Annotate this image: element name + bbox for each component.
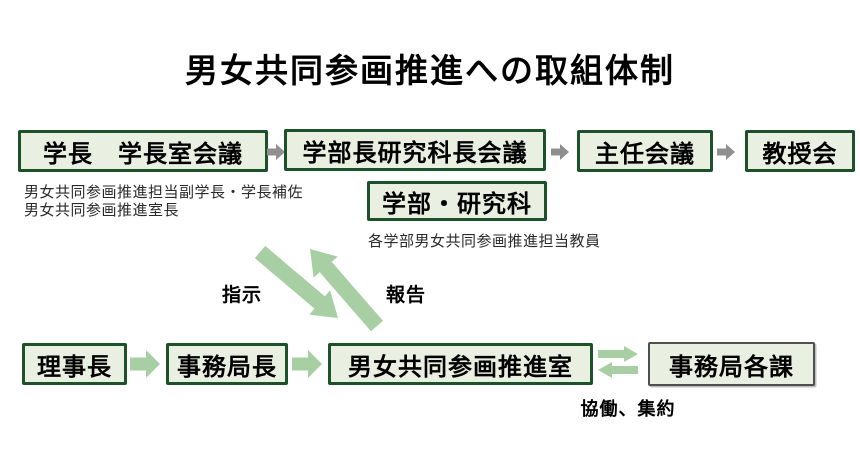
right-small-arrow-icon bbox=[598, 346, 638, 362]
diagram-title: 男女共同参画推進への取組体制 bbox=[185, 52, 675, 89]
box-chiefs-council-label: 主任会議 bbox=[595, 140, 695, 168]
note-president-staff-line1: 男女共同参画推進担当副学長・学長補佐 bbox=[24, 184, 304, 201]
box-deans-directors-council: 学部長研究科長会議 bbox=[284, 129, 546, 171]
box-admin-divisions: 事務局各課 bbox=[648, 342, 815, 386]
box-president-office-council: 学長 学長室会議 bbox=[18, 130, 268, 172]
instruction-report-arrows bbox=[254, 245, 383, 332]
instruction-label: 指示 bbox=[222, 285, 263, 306]
two-way-arrows-icon bbox=[598, 346, 638, 378]
report-label: 報告 bbox=[386, 285, 427, 306]
box-president-office-council-label: 学長 学長室会議 bbox=[43, 140, 243, 168]
note-faculty-staff-text: 各学部男女共同参画推進担当教員 bbox=[368, 233, 601, 250]
right-arrow-icon bbox=[267, 144, 285, 160]
box-faculties-graduate-schools-label: 学部・研究科 bbox=[382, 190, 532, 218]
box-chairman: 理事長 bbox=[22, 343, 127, 385]
box-faculty-meeting-label: 教授会 bbox=[762, 140, 838, 168]
box-admin-divisions-label: 事務局各課 bbox=[669, 353, 794, 381]
note-faculty-staff: 各学部男女共同参画推進担当教員 bbox=[368, 233, 601, 251]
box-chairman-label: 理事長 bbox=[37, 353, 112, 381]
down-diagonal-arrow-icon bbox=[254, 245, 338, 318]
note-president-staff-line2: 男女共同参画推進室長 bbox=[24, 201, 180, 219]
box-admin-bureau-director-label: 事務局長 bbox=[177, 353, 277, 381]
box-gender-equality-office-label: 男女共同参画推進室 bbox=[348, 353, 573, 381]
right-arrow-icon bbox=[717, 144, 735, 160]
box-faculties-graduate-schools: 学部・研究科 bbox=[367, 181, 547, 221]
box-chiefs-council: 主任会議 bbox=[577, 130, 713, 172]
box-gender-equality-office: 男女共同参画推進室 bbox=[328, 343, 593, 385]
note-president-staff: 男女共同参画推進担当副学長・学長補佐 男女共同参画推進室長 bbox=[24, 184, 303, 219]
box-admin-bureau-director: 事務局長 bbox=[166, 343, 288, 385]
box-faculty-meeting: 教授会 bbox=[745, 130, 855, 172]
right-arrow-icon bbox=[551, 144, 569, 160]
right-block-arrow-icon bbox=[130, 350, 160, 378]
left-small-arrow-icon bbox=[598, 362, 638, 378]
box-deans-directors-council-label: 学部長研究科長会議 bbox=[302, 139, 528, 167]
collaboration-label: 協働、集約 bbox=[580, 399, 676, 419]
right-block-arrow-icon bbox=[292, 350, 322, 378]
up-diagonal-arrow-icon bbox=[310, 249, 383, 332]
